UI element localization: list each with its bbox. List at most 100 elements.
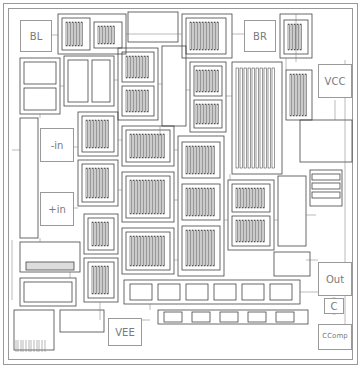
- finger: [151, 134, 152, 158]
- finger: [95, 222, 96, 246]
- finger: [107, 222, 108, 246]
- finger: [104, 222, 105, 246]
- finger: [163, 236, 164, 266]
- finger: [204, 188, 205, 216]
- finger: [245, 220, 246, 242]
- layout-shape: [24, 88, 56, 110]
- layout-shape: [162, 46, 186, 126]
- finger: [214, 104, 215, 124]
- finger: [208, 22, 209, 50]
- layout-shape: [60, 140, 178, 208]
- finger: [201, 230, 202, 266]
- finger: [98, 222, 99, 246]
- layout-shape: [58, 14, 126, 54]
- finger: [163, 180, 164, 214]
- finger: [107, 120, 108, 148]
- pad-label: +in: [48, 204, 66, 215]
- finger: [196, 104, 197, 124]
- layout-shape: [312, 183, 340, 189]
- finger: [160, 134, 161, 158]
- finger: [157, 134, 158, 158]
- finger: [202, 22, 203, 50]
- finger: [199, 70, 200, 92]
- finger: [202, 70, 203, 92]
- pad-label: C: [331, 301, 338, 312]
- layout-shape: [182, 142, 220, 178]
- finger: [107, 168, 108, 198]
- finger: [201, 188, 202, 216]
- finger: [101, 168, 102, 198]
- finger: [256, 68, 258, 168]
- layout-shape: [276, 312, 294, 322]
- finger: [198, 146, 199, 174]
- finger: [268, 68, 270, 168]
- finger: [136, 236, 137, 266]
- finger: [305, 74, 306, 116]
- finger: [154, 134, 155, 158]
- finger: [160, 236, 161, 266]
- finger: [107, 266, 108, 294]
- finger: [86, 120, 87, 148]
- finger: [98, 266, 99, 294]
- layout-shape: [20, 118, 38, 238]
- finger: [205, 22, 206, 50]
- finger: [133, 134, 134, 158]
- finger: [92, 120, 93, 148]
- finger: [141, 90, 142, 112]
- layout-shape: [20, 58, 60, 114]
- layout-shape: [286, 70, 312, 120]
- layout-shape: [312, 192, 340, 198]
- finger: [217, 22, 218, 50]
- layout-shape: [232, 62, 282, 174]
- layout-shape: [232, 184, 270, 212]
- finger: [213, 146, 214, 174]
- finger: [252, 68, 254, 168]
- finger: [130, 236, 131, 266]
- layout-shape: [122, 228, 174, 274]
- layout-shape: [84, 258, 118, 302]
- finger: [151, 236, 152, 266]
- finger: [98, 26, 99, 44]
- finger: [239, 188, 240, 208]
- pad-label: BL: [30, 31, 42, 42]
- finger: [163, 134, 164, 158]
- finger: [81, 22, 82, 46]
- layout-shape: [88, 262, 114, 298]
- layout-shape: [190, 62, 226, 132]
- metal-wires: [12, 14, 345, 340]
- layout-shape: [248, 312, 266, 322]
- layout-shape: [310, 170, 342, 206]
- finger: [95, 120, 96, 148]
- finger: [130, 180, 131, 214]
- finger: [92, 266, 93, 294]
- layout-shape: [78, 112, 118, 156]
- layout-shape: [122, 52, 154, 82]
- layout-shape: [232, 216, 270, 246]
- finger: [207, 230, 208, 266]
- finger: [293, 74, 294, 116]
- id-barcode: [16, 340, 45, 352]
- finger: [101, 120, 102, 148]
- finger: [288, 24, 289, 50]
- finger: [211, 22, 212, 50]
- finger: [196, 22, 197, 50]
- finger: [260, 68, 262, 168]
- finger: [144, 90, 145, 112]
- finger: [214, 70, 215, 92]
- pad-label: VCC: [325, 76, 346, 87]
- finger: [242, 220, 243, 242]
- bond-pad: -in: [40, 128, 74, 162]
- finger: [135, 90, 136, 112]
- finger: [147, 56, 148, 78]
- finger: [263, 188, 264, 208]
- finger: [196, 70, 197, 92]
- pad-label: VEE: [115, 327, 134, 338]
- layout-shape: [64, 56, 114, 106]
- finger: [204, 146, 205, 174]
- finger: [205, 70, 206, 92]
- layout-shape: [128, 12, 178, 42]
- finger: [148, 180, 149, 214]
- finger: [239, 220, 240, 242]
- finger: [248, 68, 250, 168]
- layout-shape: [274, 252, 310, 276]
